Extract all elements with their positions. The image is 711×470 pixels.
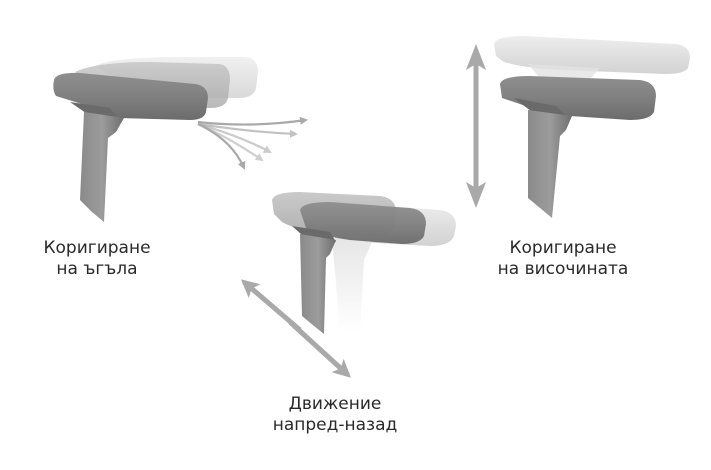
angle-label-line-1: Коригиране <box>43 238 151 258</box>
forward-back-label-line-1: Движение <box>288 394 382 414</box>
angle-label-line-2: на ъгъла <box>56 259 138 279</box>
height-label-line-1: Коригиране <box>509 238 617 258</box>
height-label-line-2: на височината <box>497 259 629 279</box>
armrest-height-illustration <box>494 36 690 218</box>
armrest-angle-illustration <box>53 57 258 222</box>
forward-back-label: Движение напред-назад <box>250 394 420 436</box>
forward-back-label-line-2: напред-назад <box>272 415 398 435</box>
curved-arrows-icon <box>197 116 308 170</box>
armrest-forward-back-illustration <box>272 192 456 334</box>
vertical-double-arrow-icon <box>466 44 486 208</box>
height-adjustment-label: Коригиране на височината <box>478 238 648 280</box>
angle-adjustment-label: Коригиране на ъгъла <box>22 238 172 280</box>
